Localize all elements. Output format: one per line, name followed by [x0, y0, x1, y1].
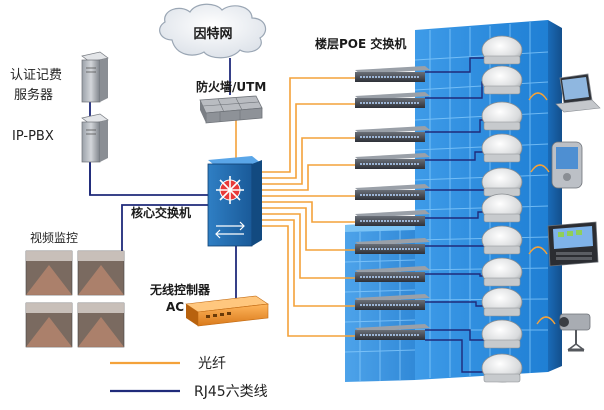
- ac-label: AC: [166, 300, 184, 314]
- access-point-icon: [481, 193, 523, 223]
- floor-switch-label: 楼层POE 交换机: [315, 36, 406, 51]
- floor-switch-10: [355, 324, 430, 340]
- wifi-signal-icon: [536, 316, 556, 325]
- legend-rj45-label: RJ45六类线: [194, 384, 268, 400]
- internet-label: 因特网: [193, 26, 232, 42]
- fiber-links: [235, 77, 355, 337]
- wireless-controller-icon: [185, 295, 269, 327]
- floor-switch-5: [355, 184, 430, 200]
- auth-server-label-line1: 认证记费: [10, 68, 62, 83]
- floor-switch-7: [355, 238, 430, 254]
- server-icon: [81, 51, 109, 103]
- access-points: [481, 35, 523, 383]
- video-monitor-label: 视频监控: [30, 230, 78, 245]
- floor-switch-1: [355, 66, 430, 82]
- video-feed-4: [77, 302, 125, 348]
- floor-switch-6: [355, 210, 430, 226]
- floor-switches: [355, 66, 430, 340]
- access-point-icon: [481, 353, 523, 383]
- laptop-icon: [555, 73, 601, 113]
- access-point-icon: [481, 287, 523, 317]
- pda-icon: [551, 141, 583, 189]
- floor-switch-3: [355, 126, 430, 142]
- video-feed-3: [25, 302, 73, 348]
- access-point-icon: [481, 225, 523, 255]
- cloud-icon: [159, 3, 267, 59]
- wifi-signal-icon: [528, 92, 548, 101]
- floor-switch-9: [355, 294, 430, 310]
- firewall-label: 防火墙/UTM: [196, 79, 266, 94]
- access-point-icon: [481, 65, 523, 95]
- access-point-icon: [481, 167, 523, 197]
- ip-pbx-label: IP-PBX: [12, 129, 54, 144]
- firewall-icon: [199, 95, 263, 124]
- core-switch-icon: [207, 156, 262, 247]
- access-point-icon: [481, 35, 523, 65]
- access-point-icon: [481, 101, 523, 131]
- core-switch-label: 核心交换机: [131, 205, 191, 220]
- floor-switch-8: [355, 266, 430, 282]
- floor-switch-2: [355, 92, 430, 108]
- wireless-controller-label: 无线控制器: [149, 282, 211, 297]
- access-point-icon: [481, 257, 523, 287]
- access-point-icon: [481, 133, 523, 163]
- access-point-icon: [481, 319, 523, 349]
- video-monitor-thumbnails: [25, 250, 125, 348]
- smartphone-icon: [547, 221, 599, 267]
- camera-icon: [559, 313, 591, 352]
- wifi-signal-icon: [530, 164, 550, 173]
- pbx-server-icon: [81, 113, 109, 163]
- floor-switch-4: [355, 153, 430, 169]
- legend-fiber-label: 光纤: [198, 356, 226, 372]
- auth-server-label-line2: 服务器: [14, 87, 53, 103]
- wifi-signal-icon: [528, 246, 548, 255]
- video-feed-1: [25, 250, 73, 296]
- legend: 光纤 RJ45六类线: [110, 356, 268, 400]
- video-feed-2: [77, 250, 125, 296]
